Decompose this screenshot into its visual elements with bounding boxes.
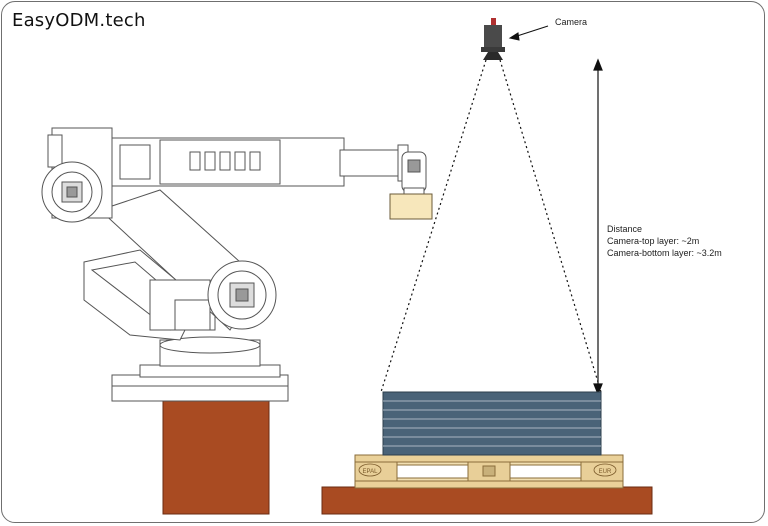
robot-pedestal bbox=[162, 399, 270, 515]
robot-shoulder-joint bbox=[207, 260, 277, 330]
robot-elbow-joint bbox=[41, 127, 113, 223]
gripped-box bbox=[389, 193, 433, 220]
distance-arrow bbox=[593, 58, 603, 396]
pallet-marking-right-text: EUR bbox=[599, 469, 612, 475]
pallet-marking-left-text: EPAL bbox=[363, 469, 379, 475]
pallet-marking-left: EPAL bbox=[358, 463, 382, 477]
product-stack bbox=[382, 391, 602, 456]
pallet-marking-right: EUR bbox=[593, 463, 617, 477]
camera-icon bbox=[481, 18, 505, 60]
distance-bottom-layer: Camera-bottom layer: ~3.2m bbox=[607, 248, 722, 258]
robot-base bbox=[111, 336, 289, 402]
wooden-pallet bbox=[354, 454, 624, 489]
camera-label: Camera bbox=[555, 17, 588, 27]
distance-annotation: Distance Camera-top layer: ~2m Camera-bo… bbox=[607, 223, 722, 259]
camera-pointer-arrow bbox=[508, 25, 549, 41]
robot-upper-arm bbox=[107, 137, 409, 187]
camera-field-of-view bbox=[380, 59, 602, 393]
distance-top-layer: Camera-top layer: ~2m bbox=[607, 236, 700, 246]
distance-title: Distance bbox=[607, 224, 643, 234]
pallet-base bbox=[321, 486, 653, 515]
brand-logo-text: EasyODM.tech bbox=[12, 10, 146, 31]
robot-wrist bbox=[401, 151, 427, 195]
